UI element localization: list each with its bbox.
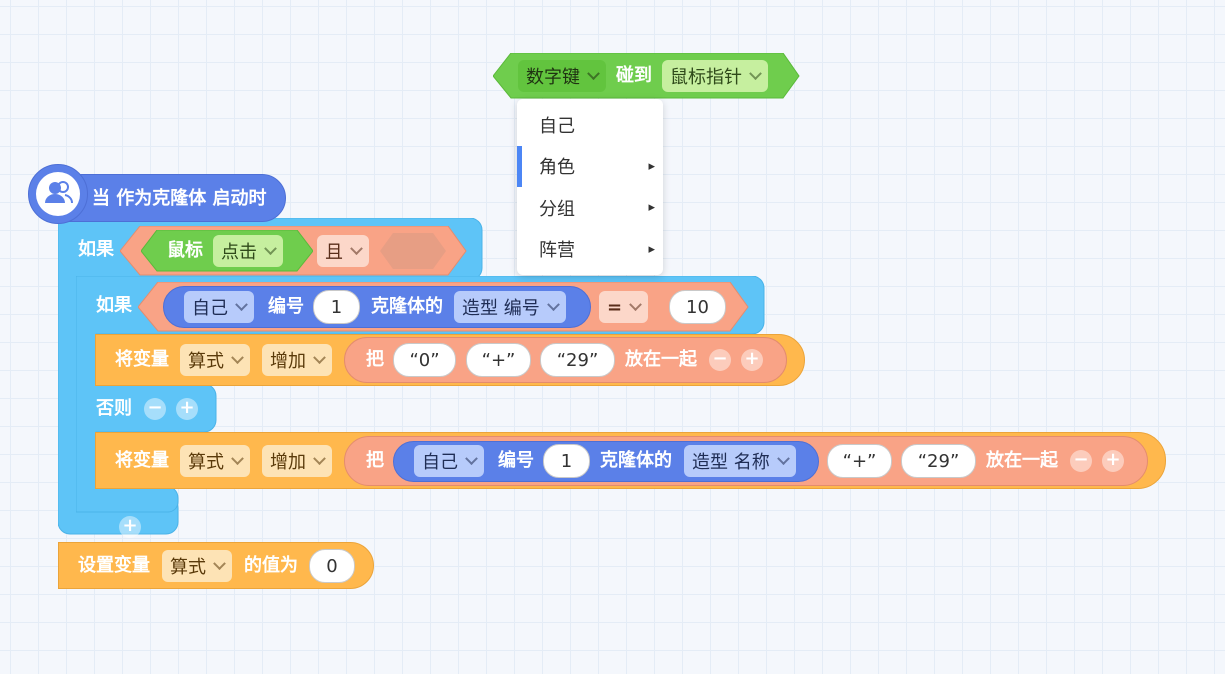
change-var-label-2: 将变量	[115, 450, 169, 471]
if-keyword-inner: 如果	[96, 295, 132, 316]
chevron-down-icon	[776, 451, 790, 465]
users-icon	[45, 181, 73, 204]
join-tail-1: 放在一起	[625, 349, 697, 370]
menu-item[interactable]: 自己	[517, 104, 663, 146]
join-label-1: 把	[366, 349, 384, 370]
join-item-1-1[interactable]: “+”	[466, 343, 531, 377]
target-dropdown-label: 鼠标指针	[670, 67, 742, 88]
clone-of-label: 克隆体的	[371, 296, 443, 317]
chevron-down-icon	[587, 66, 600, 80]
action-dropdown-2[interactable]: 增加	[262, 445, 332, 477]
action-dropdown-label-2: 增加	[270, 452, 306, 473]
clone-number-input-2[interactable]: 1	[543, 444, 590, 478]
self-dropdown-2[interactable]: 自己	[414, 445, 484, 477]
self-dropdown-label-2: 自己	[422, 452, 458, 473]
property-dropdown-2[interactable]: 造型 名称	[684, 445, 796, 477]
clone-number-input[interactable]: 1	[313, 290, 360, 324]
mouse-action-label: 点击	[221, 242, 257, 263]
mouse-label: 鼠标	[167, 240, 203, 261]
menu-selection-indicator	[517, 145, 522, 187]
join-item-1-2[interactable]: “29”	[540, 343, 615, 377]
plus-button-2[interactable]: +	[1102, 450, 1124, 472]
variable-dropdown-1[interactable]: 算式	[180, 344, 250, 376]
self-dropdown-label: 自己	[192, 298, 228, 319]
target-dropdown[interactable]: 鼠标指针	[662, 60, 768, 92]
menu-item[interactable]: 分组 ▸	[517, 187, 663, 229]
variable-dropdown-2[interactable]: 算式	[180, 445, 250, 477]
submenu-arrow-icon: ▸	[648, 158, 655, 174]
else-plus-button[interactable]: +	[176, 398, 198, 420]
touching-block[interactable]: 数字键 碰到 鼠标指针	[518, 60, 768, 92]
if-add-branch-button[interactable]: +	[119, 516, 141, 538]
menu-item-label: 角色	[539, 157, 575, 179]
variable-dropdown-label-1: 算式	[188, 351, 224, 372]
if-keyword: 如果	[78, 239, 114, 260]
hat-icon-circle	[28, 164, 88, 224]
variable-dropdown-label-2: 算式	[188, 452, 224, 473]
self-dropdown[interactable]: 自己	[184, 291, 254, 323]
submenu-arrow-icon: ▸	[648, 241, 655, 257]
join-tail-2: 放在一起	[986, 450, 1058, 471]
chevron-down-icon	[546, 297, 560, 311]
chevron-down-icon	[235, 297, 248, 311]
menu-item[interactable]: 阵营 ▸	[517, 229, 663, 271]
set-value-label: 的值为	[244, 555, 298, 576]
chevron-down-icon	[350, 241, 363, 255]
chevron-down-icon	[264, 241, 277, 255]
menu-item-label: 阵营	[539, 240, 575, 262]
minus-button-1[interactable]: −	[709, 349, 731, 371]
else-minus-button[interactable]: −	[144, 398, 166, 420]
and-dropdown[interactable]: 且	[317, 235, 369, 267]
operator-dropdown[interactable]: =	[599, 291, 649, 323]
join-item-2-0[interactable]: “+”	[827, 444, 892, 478]
chevron-down-icon	[465, 451, 478, 465]
change-var-label-1: 将变量	[115, 349, 169, 370]
plus-button-1[interactable]: +	[741, 349, 763, 371]
menu-item-label: 自己	[539, 115, 575, 137]
key-dropdown-label: 数字键	[526, 67, 580, 88]
touching-label: 碰到	[616, 65, 652, 86]
join-label-2: 把	[366, 450, 384, 471]
menu-item[interactable]: 角色 ▸	[517, 145, 663, 188]
empty-boolean-slot[interactable]	[380, 233, 446, 269]
chevron-down-icon	[231, 350, 244, 364]
operator-label: =	[607, 296, 623, 318]
join-item-1-0[interactable]: “0”	[393, 343, 456, 377]
key-dropdown[interactable]: 数字键	[518, 60, 606, 92]
chevron-down-icon	[629, 297, 642, 311]
clone-of-label-2: 克隆体的	[600, 450, 672, 471]
chevron-down-icon	[313, 451, 326, 465]
dropdown-menu: 自己角色 ▸ 分组 ▸ 阵营 ▸	[517, 99, 663, 275]
chevron-down-icon	[213, 556, 226, 570]
chevron-down-icon	[749, 66, 762, 80]
set-value-input[interactable]: 0	[309, 549, 355, 583]
set-variable-dropdown-label: 算式	[170, 557, 206, 578]
chevron-down-icon	[313, 350, 326, 364]
compare-value-input[interactable]: 10	[669, 290, 726, 324]
hat-label: 当 作为克隆体 启动时	[92, 188, 267, 209]
number-label: 编号	[268, 296, 304, 317]
property-dropdown-label-2: 造型 名称	[692, 452, 770, 473]
minus-button-2[interactable]: −	[1070, 450, 1092, 472]
set-var-label: 设置变量	[78, 555, 150, 576]
property-dropdown[interactable]: 造型 编号	[454, 291, 566, 323]
mouse-action-dropdown[interactable]: 点击	[213, 235, 283, 267]
menu-item-label: 分组	[539, 198, 575, 220]
else-label: 否则	[96, 398, 132, 419]
action-dropdown-1[interactable]: 增加	[262, 344, 332, 376]
number-label-2: 编号	[498, 450, 534, 471]
and-label: 且	[325, 242, 343, 263]
chevron-down-icon	[231, 451, 244, 465]
join-item-2-1[interactable]: “29”	[901, 444, 976, 478]
submenu-arrow-icon: ▸	[648, 200, 655, 216]
set-variable-dropdown[interactable]: 算式	[162, 550, 232, 582]
action-dropdown-label-1: 增加	[270, 351, 306, 372]
property-dropdown-label: 造型 编号	[462, 298, 540, 319]
